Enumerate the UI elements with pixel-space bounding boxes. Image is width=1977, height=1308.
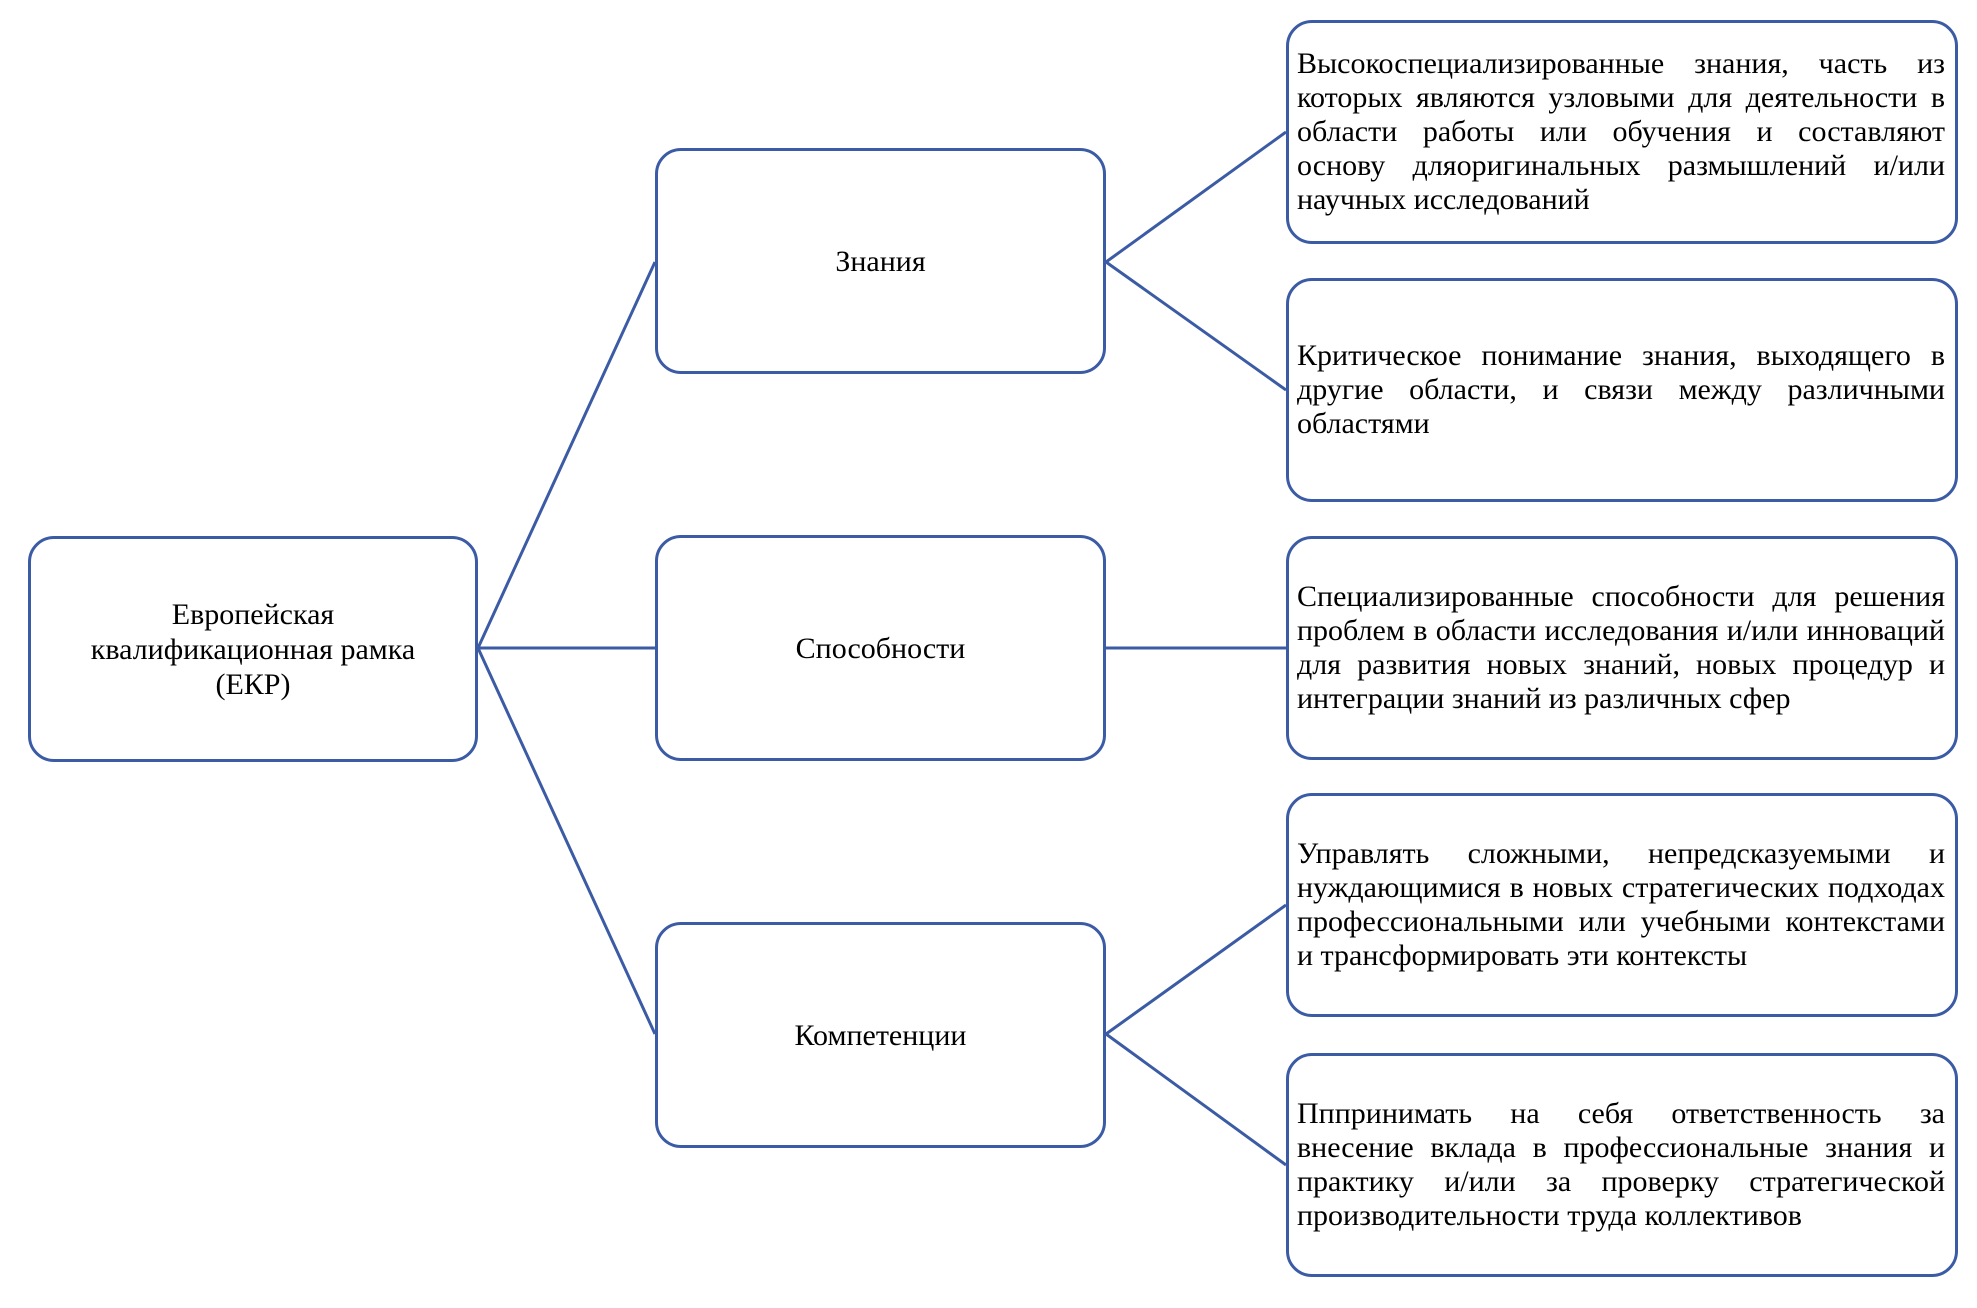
root-node-label: Европейская квалификационная рамка (ЕКР) — [91, 597, 415, 702]
root-node: Европейская квалификационная рамка (ЕКР) — [28, 536, 478, 762]
leaf-knowledge-2: Критическое понимание знания, выходящего… — [1286, 278, 1958, 502]
leaf-competences-1: Управлять сложными, непредсказуемыми и н… — [1286, 793, 1958, 1017]
connector-competences-to-leaf-1 — [1105, 903, 1287, 1036]
root-label-line-2: квалификационная рамка — [90, 632, 416, 666]
leaf-abilities-1-text: Специализированные способности для решен… — [1297, 580, 1945, 715]
branch-label-competences: Компетенции — [794, 1018, 967, 1052]
leaf-knowledge-2-text: Критическое понимание знания, выходящего… — [1297, 339, 1945, 440]
connector-root-to-knowledge — [476, 261, 657, 649]
leaf-knowledge-1: Высокоспециализированные знания, часть и… — [1286, 20, 1958, 244]
leaf-competences-1-text: Управлять сложными, непредсказуемыми и н… — [1297, 837, 1945, 972]
leaf-competences-2-text: Пппринимать на себя ответственность за в… — [1297, 1097, 1945, 1232]
connector-knowledge-to-leaf-1 — [1105, 130, 1287, 264]
leaf-knowledge-1-text: Высокоспециализированные знания, часть и… — [1297, 47, 1945, 216]
connector-competences-to-leaf-2 — [1105, 1032, 1287, 1167]
connector-root-to-competences — [476, 647, 657, 1035]
branch-node-knowledge: Знания — [655, 148, 1106, 374]
branch-node-competences: Компетенции — [655, 922, 1106, 1148]
branch-label-abilities: Способности — [795, 631, 966, 665]
connector-knowledge-to-leaf-2 — [1105, 260, 1287, 392]
root-label-line-3: (ЕКР) — [215, 667, 291, 701]
branch-node-abilities: Способности — [655, 535, 1106, 761]
leaf-abilities-1: Специализированные способности для решен… — [1286, 536, 1958, 760]
leaf-competences-2: Пппринимать на себя ответственность за в… — [1286, 1053, 1958, 1277]
root-label-line-1: Европейская — [171, 597, 335, 631]
branch-label-knowledge: Знания — [835, 244, 926, 278]
